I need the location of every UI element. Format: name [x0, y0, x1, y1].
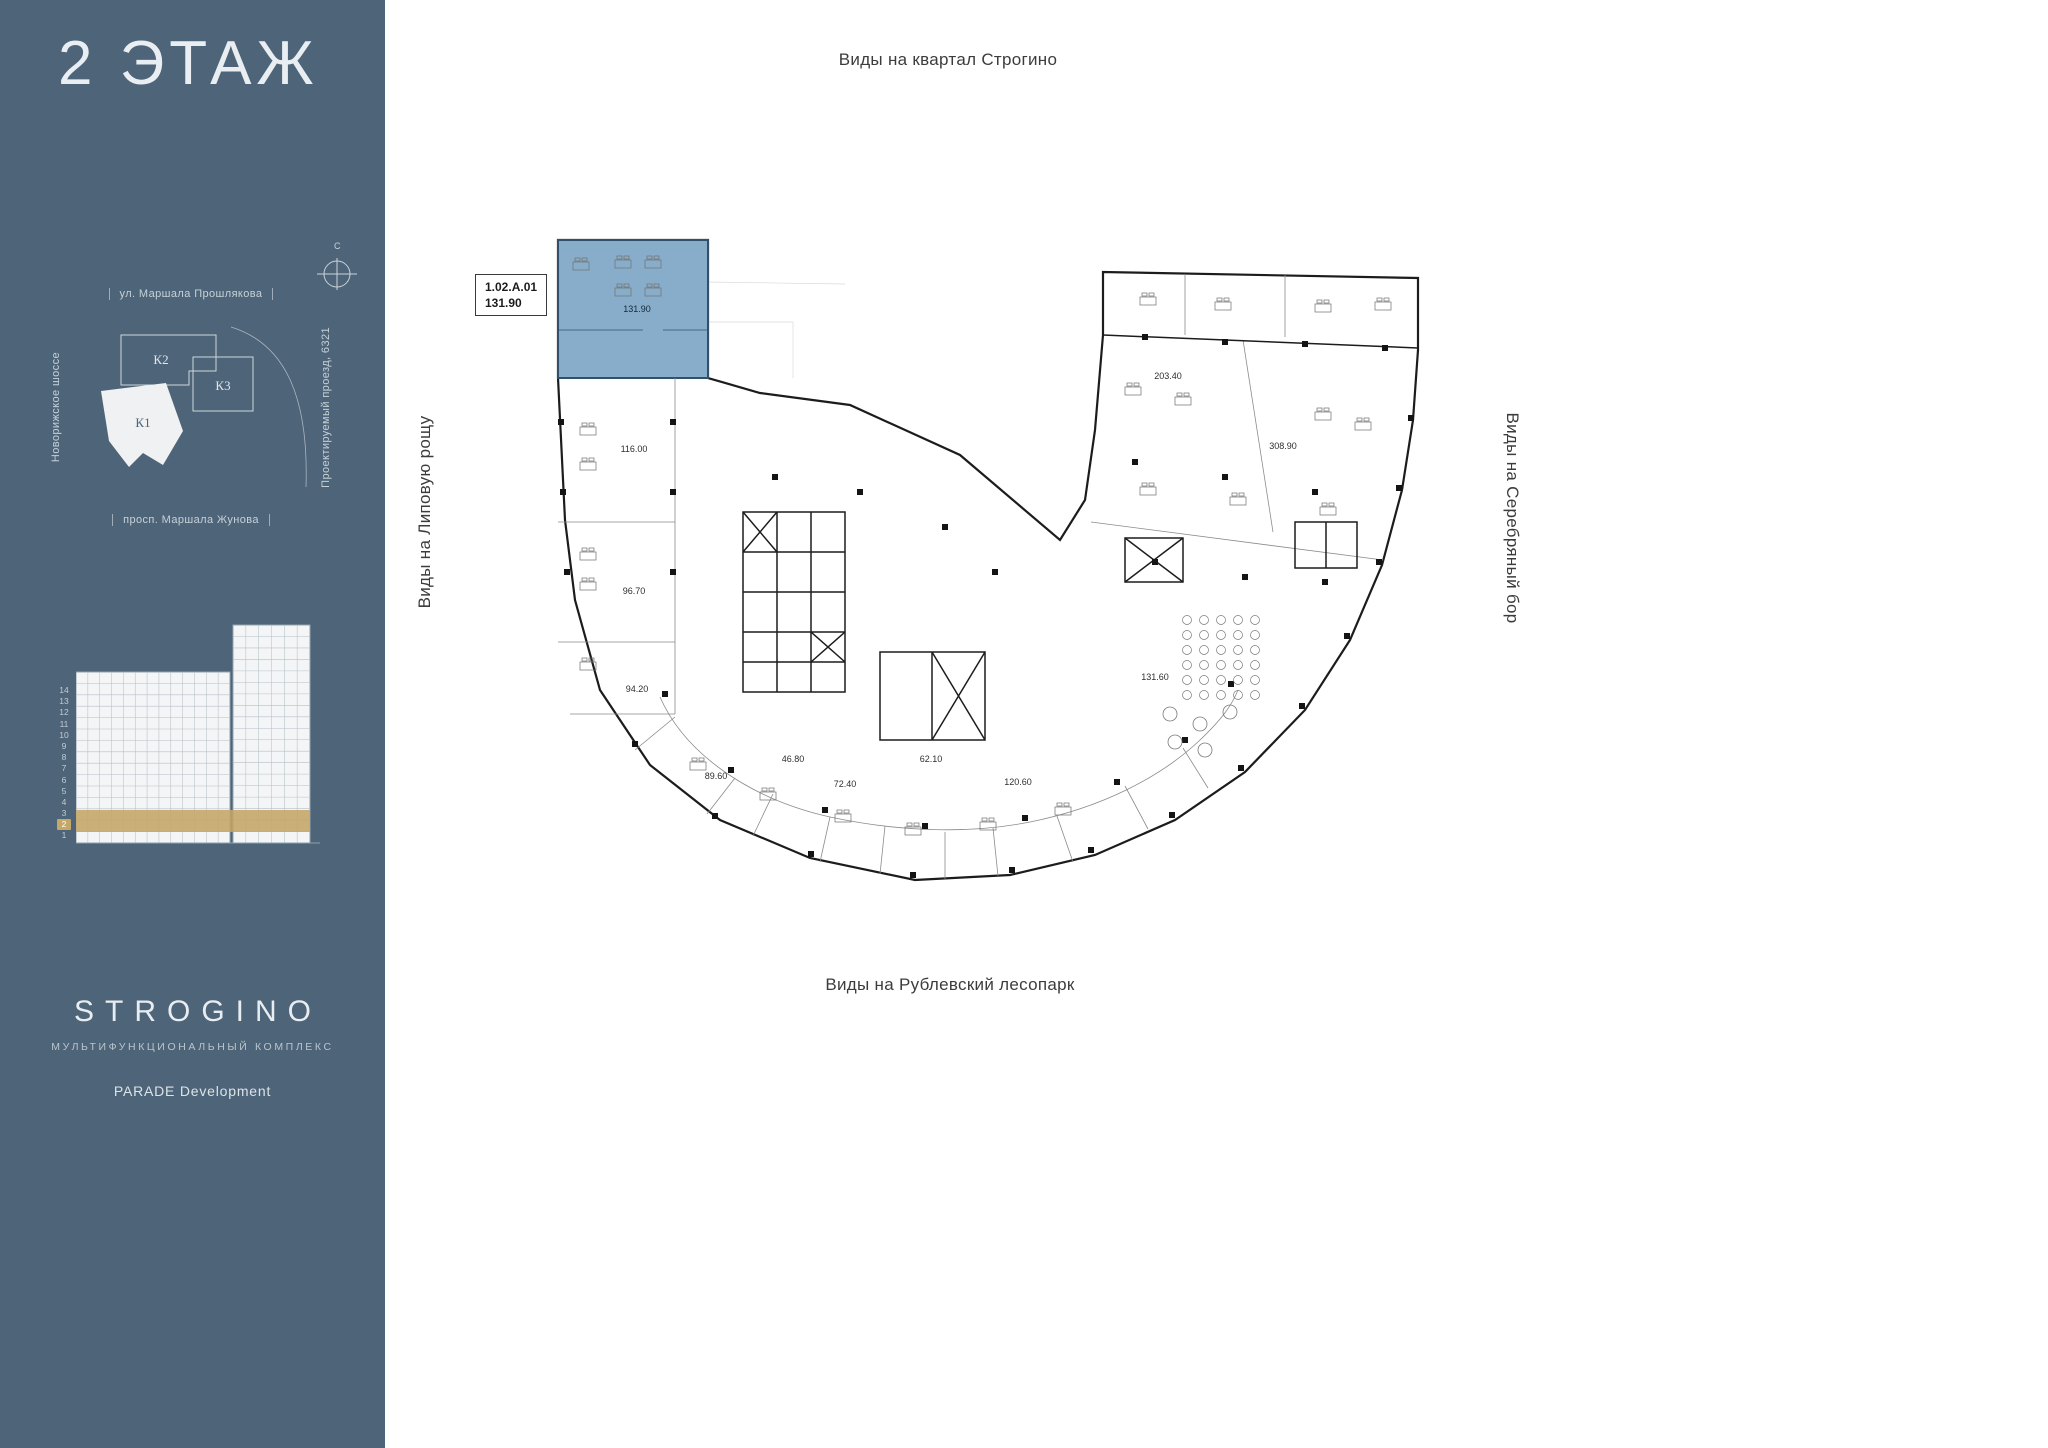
- floor-level-1[interactable]: 1: [61, 830, 67, 841]
- structural-columns: [558, 334, 1414, 878]
- floor-level-10[interactable]: 10: [59, 729, 69, 740]
- sidebar: 2 ЭТАЖ С ул. Маршала Прошлякова Новорижс…: [0, 0, 385, 1448]
- building-elevation: 14 13 12 11 10 9 8 7 6 5 4 3 2 1: [48, 612, 348, 864]
- floor-selector: 14 13 12 11 10 9 8 7 6 5 4 3 2 1: [56, 685, 72, 842]
- compass-north-label: С: [334, 241, 341, 251]
- site-map-k3-label: К3: [215, 378, 230, 393]
- floor-level-14[interactable]: 14: [59, 685, 69, 695]
- site-map: ул. Маршала Прошлякова Новорижское шоссе…: [50, 288, 332, 526]
- interior-partitions: [558, 274, 1384, 879]
- construction-lines: [707, 281, 846, 378]
- elevation-drawing: [76, 624, 320, 844]
- room-area-label: 308.90: [1269, 441, 1297, 451]
- floor-level-6[interactable]: 6: [61, 774, 67, 785]
- round-tables: [1162, 704, 1238, 758]
- floor-level-7[interactable]: 7: [61, 763, 67, 774]
- unit-area: 131.90: [485, 296, 522, 311]
- room-area-label: 94.20: [626, 684, 649, 694]
- view-label-right: Виды на Серебряный бор: [1503, 412, 1522, 624]
- room-area-label: 96.70: [623, 586, 646, 596]
- floor-level-8[interactable]: 8: [61, 752, 67, 763]
- view-label-top: Виды на квартал Строгино: [838, 50, 1058, 69]
- view-label-bottom: Виды на Рублевский лесопарк: [825, 975, 1075, 994]
- floor-level-12[interactable]: 12: [59, 707, 69, 718]
- floor-plan-drawing: 131.90 116.00 96.70 94.20 89.60 46.80 72…: [556, 238, 1420, 882]
- street-label-right: Проектируемый проезд, 6321: [320, 326, 332, 488]
- unit-callout[interactable]: 1.02.A.01 131.90: [475, 274, 548, 317]
- room-area-label: 116.00: [621, 444, 648, 454]
- room-area-label: 62.10: [920, 754, 943, 764]
- room-area-label: 46.80: [782, 754, 805, 764]
- unit-id: 1.02.A.01: [485, 280, 538, 294]
- floor-level-13[interactable]: 13: [59, 696, 69, 707]
- floor-title: 2 ЭТАЖ: [58, 29, 319, 98]
- room-area-label: 203.40: [1154, 371, 1182, 381]
- room-area-label: 72.40: [834, 779, 857, 789]
- site-map-k2-label: К2: [153, 352, 168, 367]
- brand-subtitle: МУЛЬТИФУНКЦИОНАЛЬНЫЙ КОМПЛЕКС: [51, 1041, 334, 1053]
- floor-plan-canvas: Виды на квартал Строгино Виды на Липовую…: [385, 0, 2048, 1448]
- view-label-left: Виды на Липовую рощу: [415, 415, 434, 609]
- core-walls: [742, 334, 1419, 741]
- room-area-label: 120.60: [1004, 777, 1032, 787]
- street-label-bottom: просп. Маршала Жунова: [50, 514, 332, 526]
- floor-level-2-current[interactable]: 2: [57, 819, 71, 831]
- floor-level-9[interactable]: 9: [61, 740, 67, 751]
- street-label-top: ул. Маршала Прошлякова: [50, 288, 332, 300]
- developer-name: PARADE Development: [113, 1083, 272, 1099]
- street-label-left: Новорижское шоссе: [50, 351, 62, 463]
- floor-level-3[interactable]: 3: [61, 808, 67, 819]
- floor-level-5[interactable]: 5: [61, 785, 67, 796]
- floor-level-4[interactable]: 4: [61, 796, 67, 807]
- room-area-label: 131.90: [623, 304, 651, 314]
- room-area-label: 131.60: [1141, 672, 1169, 682]
- seating-dots: [1182, 615, 1260, 700]
- room-area-label: 89.60: [705, 771, 728, 781]
- floor-level-11[interactable]: 11: [59, 718, 69, 729]
- highlighted-floor-band: [76, 810, 310, 832]
- brand-block: STROGINO МУЛЬТИФУНКЦИОНАЛЬНЫЙ КОМПЛЕКС P…: [0, 995, 385, 1099]
- site-map-k1-label: К1: [135, 415, 150, 430]
- highlighted-unit[interactable]: [557, 239, 709, 379]
- brand-name: STROGINO: [73, 995, 322, 1028]
- compass-icon: С: [314, 238, 360, 298]
- site-map-drawing: К2 К3 К1: [101, 326, 307, 488]
